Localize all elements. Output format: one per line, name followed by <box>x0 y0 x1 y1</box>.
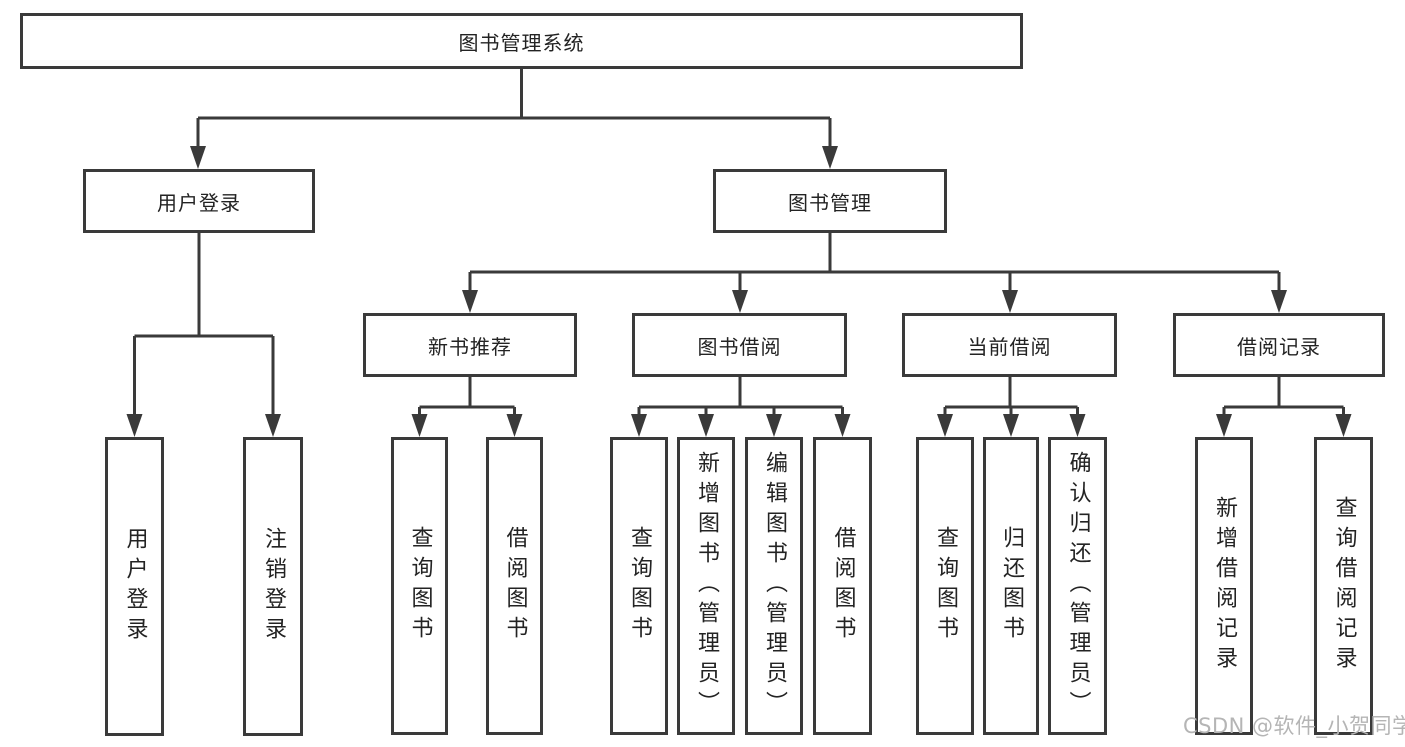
leaf-borrow-books: 借阅图书 <box>813 437 872 735</box>
arrowheads <box>126 146 1352 437</box>
leaf-logout: 注销登录 <box>243 437 303 736</box>
leaf-edit-books-admin: 编辑图书（管理员） <box>745 437 803 735</box>
leaf-return-books: 归还图书 <box>983 437 1039 735</box>
node-book-borrow: 图书借阅 <box>632 313 847 377</box>
leaf-query-books-recommend: 查询图书 <box>391 437 448 735</box>
leaf-confirm-return-admin: 确认归还（管理员） <box>1048 437 1107 735</box>
leaf-add-books-admin: 新增图书（管理员） <box>677 437 735 735</box>
node-book-management: 图书管理 <box>713 169 947 233</box>
leaf-user-login: 用户登录 <box>105 437 164 736</box>
leaf-query-borrow-record: 查询借阅记录 <box>1314 437 1373 735</box>
csdn-watermark: CSDN @软件_小贺同学 <box>1183 714 1405 738</box>
node-new-book-recommend: 新书推荐 <box>363 313 577 377</box>
leaf-query-books-current: 查询图书 <box>916 437 974 735</box>
node-borrow-records: 借阅记录 <box>1173 313 1385 377</box>
leaf-borrow-books-recommend: 借阅图书 <box>486 437 543 735</box>
leaf-add-borrow-record: 新增借阅记录 <box>1195 437 1253 735</box>
leaf-query-books-borrow: 查询图书 <box>610 437 668 735</box>
node-user-login: 用户登录 <box>83 169 315 233</box>
node-current-borrow: 当前借阅 <box>902 313 1117 377</box>
root-node-library-management-system: 图书管理系统 <box>20 13 1023 69</box>
